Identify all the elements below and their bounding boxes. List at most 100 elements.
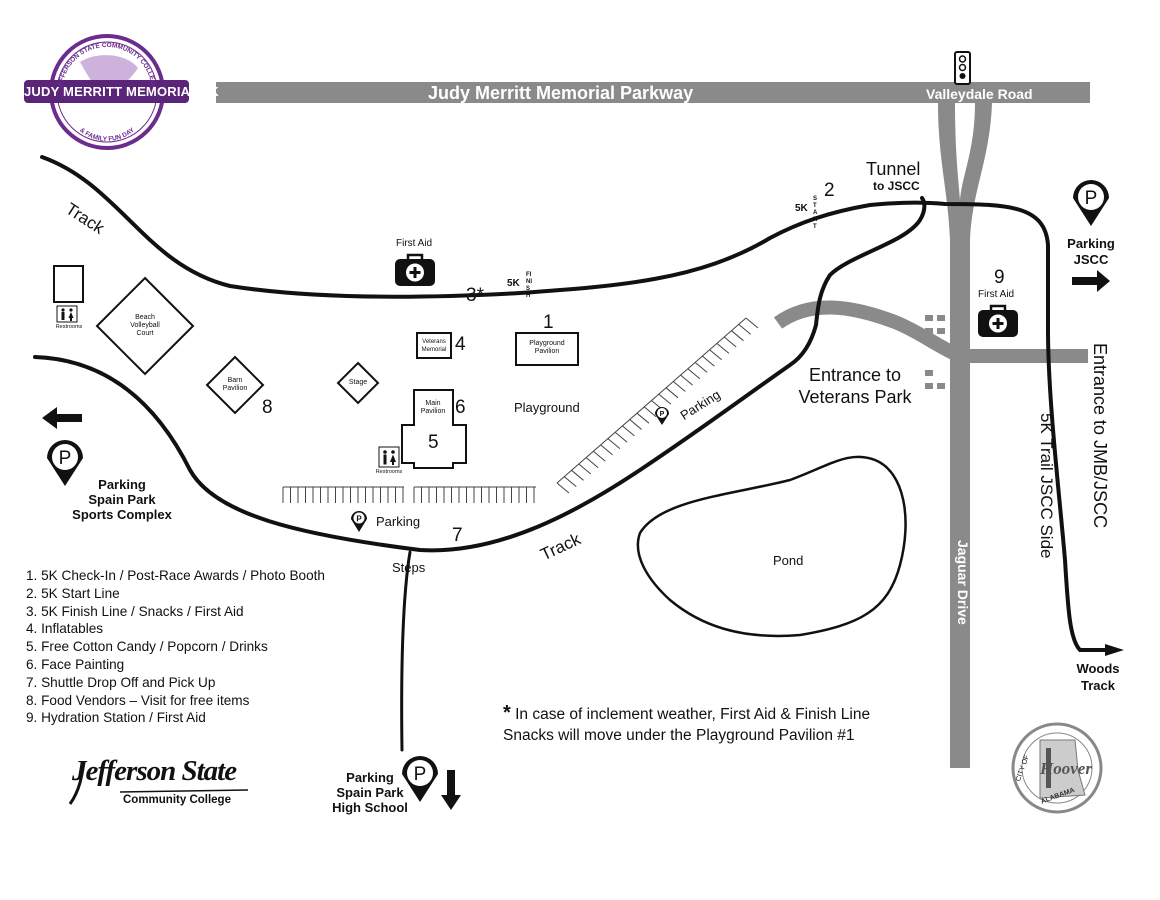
parking-spain-sports-label: Parking Spain Park Sports Complex [62, 477, 182, 522]
logo-banner-text: JUDY MERRITT MEMORIAL 5K [24, 84, 220, 99]
parking-stalls [282, 317, 759, 503]
parking-label: Parking [376, 514, 421, 529]
stage-label: Stage [348, 379, 368, 386]
pond [636, 455, 907, 638]
first-aid-label: First Aid [978, 289, 1015, 300]
steps-path [400, 550, 412, 752]
parking-stall [694, 362, 708, 373]
first-aid-label: First Aid [396, 238, 433, 249]
jefferson-state-script: Jefferson State [72, 755, 237, 787]
parking-stall [614, 431, 628, 443]
parking-stall [629, 419, 643, 430]
parking-stall [578, 463, 592, 475]
parking-stall [622, 425, 635, 437]
parking-stall [731, 330, 744, 342]
restrooms-label: Restrooms [55, 324, 83, 330]
parking-spain-hs-line1: Parking [346, 770, 394, 785]
arrow-right-icon [1105, 644, 1124, 656]
weather-note: * In case of inclement weather, First Ai… [503, 703, 870, 746]
jefferson-state-sub: Community College [123, 794, 231, 806]
playground-pavilion [515, 332, 579, 366]
finish-word: FINISH [526, 272, 532, 299]
parking-jscc-line1: Parking [1067, 236, 1115, 251]
playground-pavilion-label: Playground Pavilion [529, 340, 565, 355]
parking-stall [672, 381, 686, 392]
marker-3: 3* [466, 285, 484, 306]
parking-pin-icon: P [47, 440, 83, 486]
parkway-label: Judy Merritt Memorial Parkway [428, 83, 694, 103]
marker-2: 2 [824, 180, 835, 201]
svg-text:P: P [660, 411, 665, 418]
parking-stall [585, 457, 599, 468]
parking-spain-sports-line3: Sports Complex [72, 507, 172, 522]
legend-item: 8. Food Vendors – Visit for free items [26, 692, 250, 708]
svg-text:P: P [414, 764, 427, 785]
marker-9: 9 [994, 267, 1005, 288]
woods-track-line1: Woods [1076, 661, 1120, 676]
start-5k-label: 5K [795, 203, 808, 214]
parking-stall [607, 438, 621, 449]
first-aid-kit-icon [395, 253, 435, 286]
legend-item: 3. 5K Finish Line / Snacks / First Aid [26, 603, 244, 619]
first-aid-kit-icon [978, 304, 1018, 337]
entrance-veterans-label: Entrance to Veterans Park [790, 364, 920, 408]
steps-label: Steps [392, 560, 426, 575]
arrow-down-icon [441, 770, 461, 810]
barn-pavilion-label: Barn Pavilion [222, 377, 248, 392]
parking-stall [593, 450, 606, 462]
restroom-building [53, 265, 84, 303]
event-logo [24, 34, 189, 150]
restroom-icon [378, 446, 400, 468]
parking-stall [680, 374, 693, 386]
gate-blocks [925, 315, 945, 389]
svg-text:P: P [356, 515, 362, 524]
parkway-road [216, 82, 1090, 103]
veterans-memorial [416, 332, 452, 359]
note-line1: In case of inclement weather, First Aid … [515, 706, 871, 723]
legend-item: 6. Face Painting [26, 656, 125, 672]
entrance-jmb-label: Entrance to JMB/JSCC [1090, 343, 1110, 529]
parking-stall [716, 343, 730, 354]
arrow-left-icon [42, 407, 82, 429]
parking-stall [636, 412, 650, 424]
jaguar-drive-road [938, 103, 992, 768]
legend: 1. 5K Check-In / Post-Race Awards / Phot… [26, 567, 325, 727]
svg-text:P: P [59, 448, 72, 469]
main-pavilion [401, 389, 467, 469]
svg-text:P: P [1085, 188, 1098, 209]
main-pavilion-label: Main Pavilion [420, 400, 446, 415]
entrance-veterans-line2: Veterans Park [798, 387, 912, 407]
parking-stall [571, 469, 584, 481]
parking-stall [745, 317, 759, 329]
parking-stall [687, 368, 701, 380]
note-line2: Snacks will move under the Playground Pa… [503, 727, 855, 744]
parking-pin-icon: P [402, 756, 438, 802]
woods-track-line2: Track [1081, 678, 1115, 693]
start-line-tick [805, 214, 826, 222]
trail-jscc-label: 5K Trail JSCC Side [1037, 413, 1056, 559]
parking-spain-hs-line2: Spain Park [336, 785, 404, 800]
marker-6: 6 [455, 397, 466, 418]
woods-track-label: Woods Track [1068, 660, 1128, 694]
legend-item: 9. Hydration Station / First Aid [26, 710, 206, 726]
restrooms-label: Restrooms [375, 469, 403, 475]
parking-stall [600, 444, 613, 456]
parking-jscc-label: Parking JSCC [1058, 236, 1124, 268]
legend-item: 1. 5K Check-In / Post-Race Awards / Phot… [26, 568, 325, 583]
entrance-veterans-line1: Entrance to [808, 365, 902, 385]
parking-pin-icon: P [655, 407, 669, 425]
playground-label: Playground [514, 400, 580, 415]
entrance-road [773, 300, 1088, 363]
veterans-memorial-label: Veterans Memorial [421, 339, 447, 353]
parking-pin-icon: P [351, 511, 367, 532]
beach-volleyball-label: Beach Volleyball Court [130, 314, 160, 337]
traffic-light-icon [954, 51, 971, 85]
parking-stall [709, 349, 722, 361]
parking-spain-sports-line1: Parking [98, 477, 146, 492]
marker-1: 1 [543, 312, 554, 333]
beach-volleyball-court [95, 276, 195, 376]
marker-4: 4 [455, 334, 466, 355]
parking-spain-sports-line2: Spain Park [88, 492, 156, 507]
start-word: START [813, 196, 818, 230]
